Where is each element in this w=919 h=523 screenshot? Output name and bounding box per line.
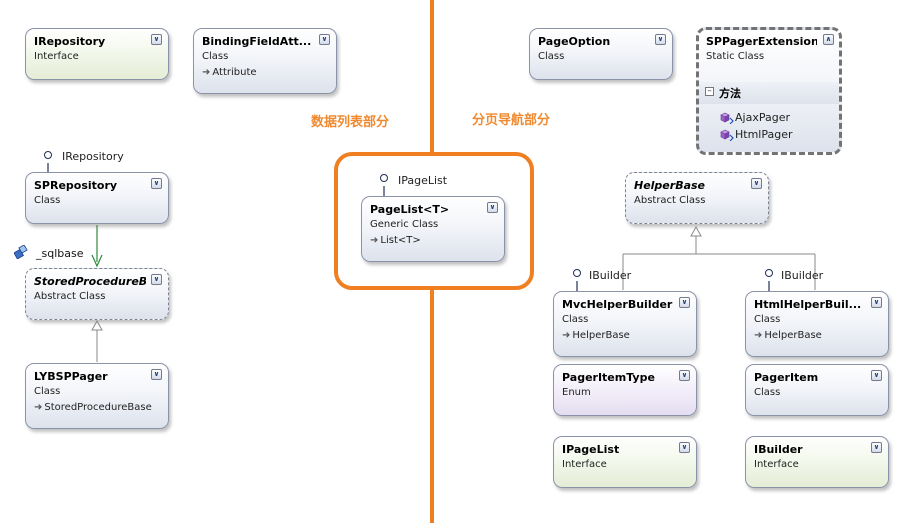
- class-name: PageList<T>: [370, 203, 450, 216]
- method-icon: [720, 129, 734, 141]
- chevron-down-icon[interactable]: ∨: [679, 297, 690, 308]
- class-base-label: HelperBase: [572, 330, 630, 341]
- association-label: _sqlbase: [36, 247, 84, 260]
- chevron-down-icon[interactable]: ∨: [679, 370, 690, 381]
- section-label-data-list: 数据列表部分: [311, 115, 390, 130]
- class-box-helperbase[interactable]: HelperBase Abstract Class ∨: [625, 172, 769, 224]
- class-kind: Class: [34, 386, 61, 397]
- inherit-arrow-icon: ➜: [754, 330, 763, 341]
- chevron-down-icon[interactable]: ∨: [871, 442, 882, 453]
- lollipop-label-html: IBuilder: [781, 269, 824, 282]
- class-base: ➜HelperBase: [754, 330, 822, 341]
- class-name: PagerItemType: [562, 371, 655, 384]
- methods-section-header[interactable]: – 方法: [699, 82, 839, 104]
- lollipop-label-sprepo: IRepository: [62, 150, 124, 163]
- class-base-label: List<T>: [380, 235, 421, 246]
- class-name: IBuilder: [754, 443, 803, 456]
- inherit-arrow-icon: ➜: [34, 402, 43, 413]
- class-kind: Class: [34, 195, 61, 206]
- class-name: PagerItem: [754, 371, 819, 384]
- class-kind: Interface: [754, 459, 799, 470]
- class-base-label: StoredProcedureBase: [44, 402, 152, 413]
- class-base: ➜StoredProcedureBase: [34, 402, 152, 413]
- class-kind: Abstract Class: [34, 291, 106, 302]
- inherit-arrow-icon: ➜: [370, 235, 379, 246]
- chevron-down-icon[interactable]: ∨: [871, 297, 882, 308]
- class-box-ibuilder[interactable]: IBuilder Interface ∨: [745, 436, 889, 488]
- interface-lollipop-icon: [573, 269, 581, 277]
- method-label: AjaxPager: [735, 111, 790, 124]
- class-box-lybsppager[interactable]: LYBSPPager Class ➜StoredProcedureBase ∨: [25, 363, 169, 429]
- section-label-pager-nav: 分页导航部分: [472, 113, 551, 128]
- class-name: HtmlHelperBuil...: [754, 298, 862, 311]
- class-kind: Static Class: [706, 51, 765, 62]
- class-name: MvcHelperBuilder: [562, 298, 673, 311]
- class-name: PageOption: [538, 35, 611, 48]
- chevron-down-icon[interactable]: ∨: [151, 369, 162, 380]
- class-kind: Class: [754, 314, 781, 325]
- class-box-pagelist-generic[interactable]: PageList<T> Generic Class ➜List<T> ∨: [361, 196, 505, 262]
- inherit-arrow-icon: ➜: [562, 330, 571, 341]
- method-item[interactable]: HtmlPager: [719, 128, 793, 141]
- inherit-arrow-icon: ➜: [202, 67, 211, 78]
- class-box-storedprocedurebase[interactable]: StoredProcedureB... Abstract Class ∨: [25, 268, 169, 320]
- collapse-minus-icon[interactable]: –: [705, 87, 714, 96]
- class-kind: Class: [202, 51, 229, 62]
- class-kind: Abstract Class: [634, 195, 706, 206]
- class-name: StoredProcedureB...: [34, 275, 146, 288]
- methods-header-label: 方法: [719, 87, 741, 100]
- method-icon: [720, 112, 734, 124]
- class-box-irepository[interactable]: IRepository Interface ∨: [25, 28, 169, 80]
- inherit-triangle-helperbase: [690, 225, 702, 237]
- interface-lollipop-icon: [380, 174, 388, 182]
- class-name: IRepository: [34, 35, 106, 48]
- class-box-htmlhelperbuilder[interactable]: HtmlHelperBuil... Class ➜HelperBase ∨: [745, 291, 889, 357]
- class-box-mvchelperbuilder[interactable]: MvcHelperBuilder Class ➜HelperBase ∨: [553, 291, 697, 357]
- association-arrowhead: [91, 254, 103, 268]
- chevron-down-icon[interactable]: ∨: [319, 34, 330, 45]
- chevron-down-icon[interactable]: ∨: [751, 178, 762, 189]
- chevron-down-icon[interactable]: ∨: [151, 178, 162, 189]
- lollipop-label-pagelist: IPageList: [398, 174, 448, 187]
- chevron-down-icon[interactable]: ∨: [679, 442, 690, 453]
- class-kind: Class: [754, 387, 781, 398]
- method-item[interactable]: AjaxPager: [719, 111, 790, 124]
- class-base: ➜Attribute: [202, 67, 257, 78]
- class-kind: Class: [562, 314, 589, 325]
- class-box-pageritemtype[interactable]: PagerItemType Enum ∨: [553, 364, 697, 416]
- class-kind: Enum: [562, 387, 591, 398]
- class-name: LYBSPPager: [34, 370, 108, 383]
- class-box-pageoption[interactable]: PageOption Class ∨: [529, 28, 673, 80]
- interface-lollipop-icon: [765, 269, 773, 277]
- class-name: BindingFieldAtt...: [202, 35, 312, 48]
- class-box-ipagelist[interactable]: IPageList Interface ∨: [553, 436, 697, 488]
- class-name: SPPagerExtension: [706, 35, 817, 48]
- method-label: HtmlPager: [735, 128, 793, 141]
- class-box-sprepository[interactable]: SPRepository Class ∨: [25, 172, 169, 224]
- field-icon: [14, 245, 28, 259]
- chevron-down-icon[interactable]: ∨: [487, 202, 498, 213]
- class-kind: Generic Class: [370, 219, 439, 230]
- class-box-bindingfield[interactable]: BindingFieldAtt... Class ➜Attribute ∨: [193, 28, 337, 94]
- class-base: ➜List<T>: [370, 235, 421, 246]
- class-name: IPageList: [562, 443, 620, 456]
- class-box-pageritem[interactable]: PagerItem Class ∨: [745, 364, 889, 416]
- class-box-sppagerextension[interactable]: SPPagerExtension Static Class ∧ – 方法 Aja…: [696, 27, 842, 155]
- class-base-label: Attribute: [212, 67, 257, 78]
- inherit-triangle-lyb: [91, 319, 103, 331]
- chevron-down-icon[interactable]: ∨: [151, 274, 162, 285]
- interface-lollipop-icon: [44, 151, 52, 159]
- lollipop-label-mvc: IBuilder: [589, 269, 632, 282]
- chevron-up-icon[interactable]: ∧: [823, 34, 834, 45]
- chevron-down-icon[interactable]: ∨: [151, 34, 162, 45]
- class-name: HelperBase: [634, 179, 706, 192]
- class-base-label: HelperBase: [764, 330, 822, 341]
- class-kind: Interface: [562, 459, 607, 470]
- class-base: ➜HelperBase: [562, 330, 630, 341]
- class-kind: Interface: [34, 51, 79, 62]
- class-kind: Class: [538, 51, 565, 62]
- chevron-down-icon[interactable]: ∨: [871, 370, 882, 381]
- chevron-down-icon[interactable]: ∨: [655, 34, 666, 45]
- class-name: SPRepository: [34, 179, 118, 192]
